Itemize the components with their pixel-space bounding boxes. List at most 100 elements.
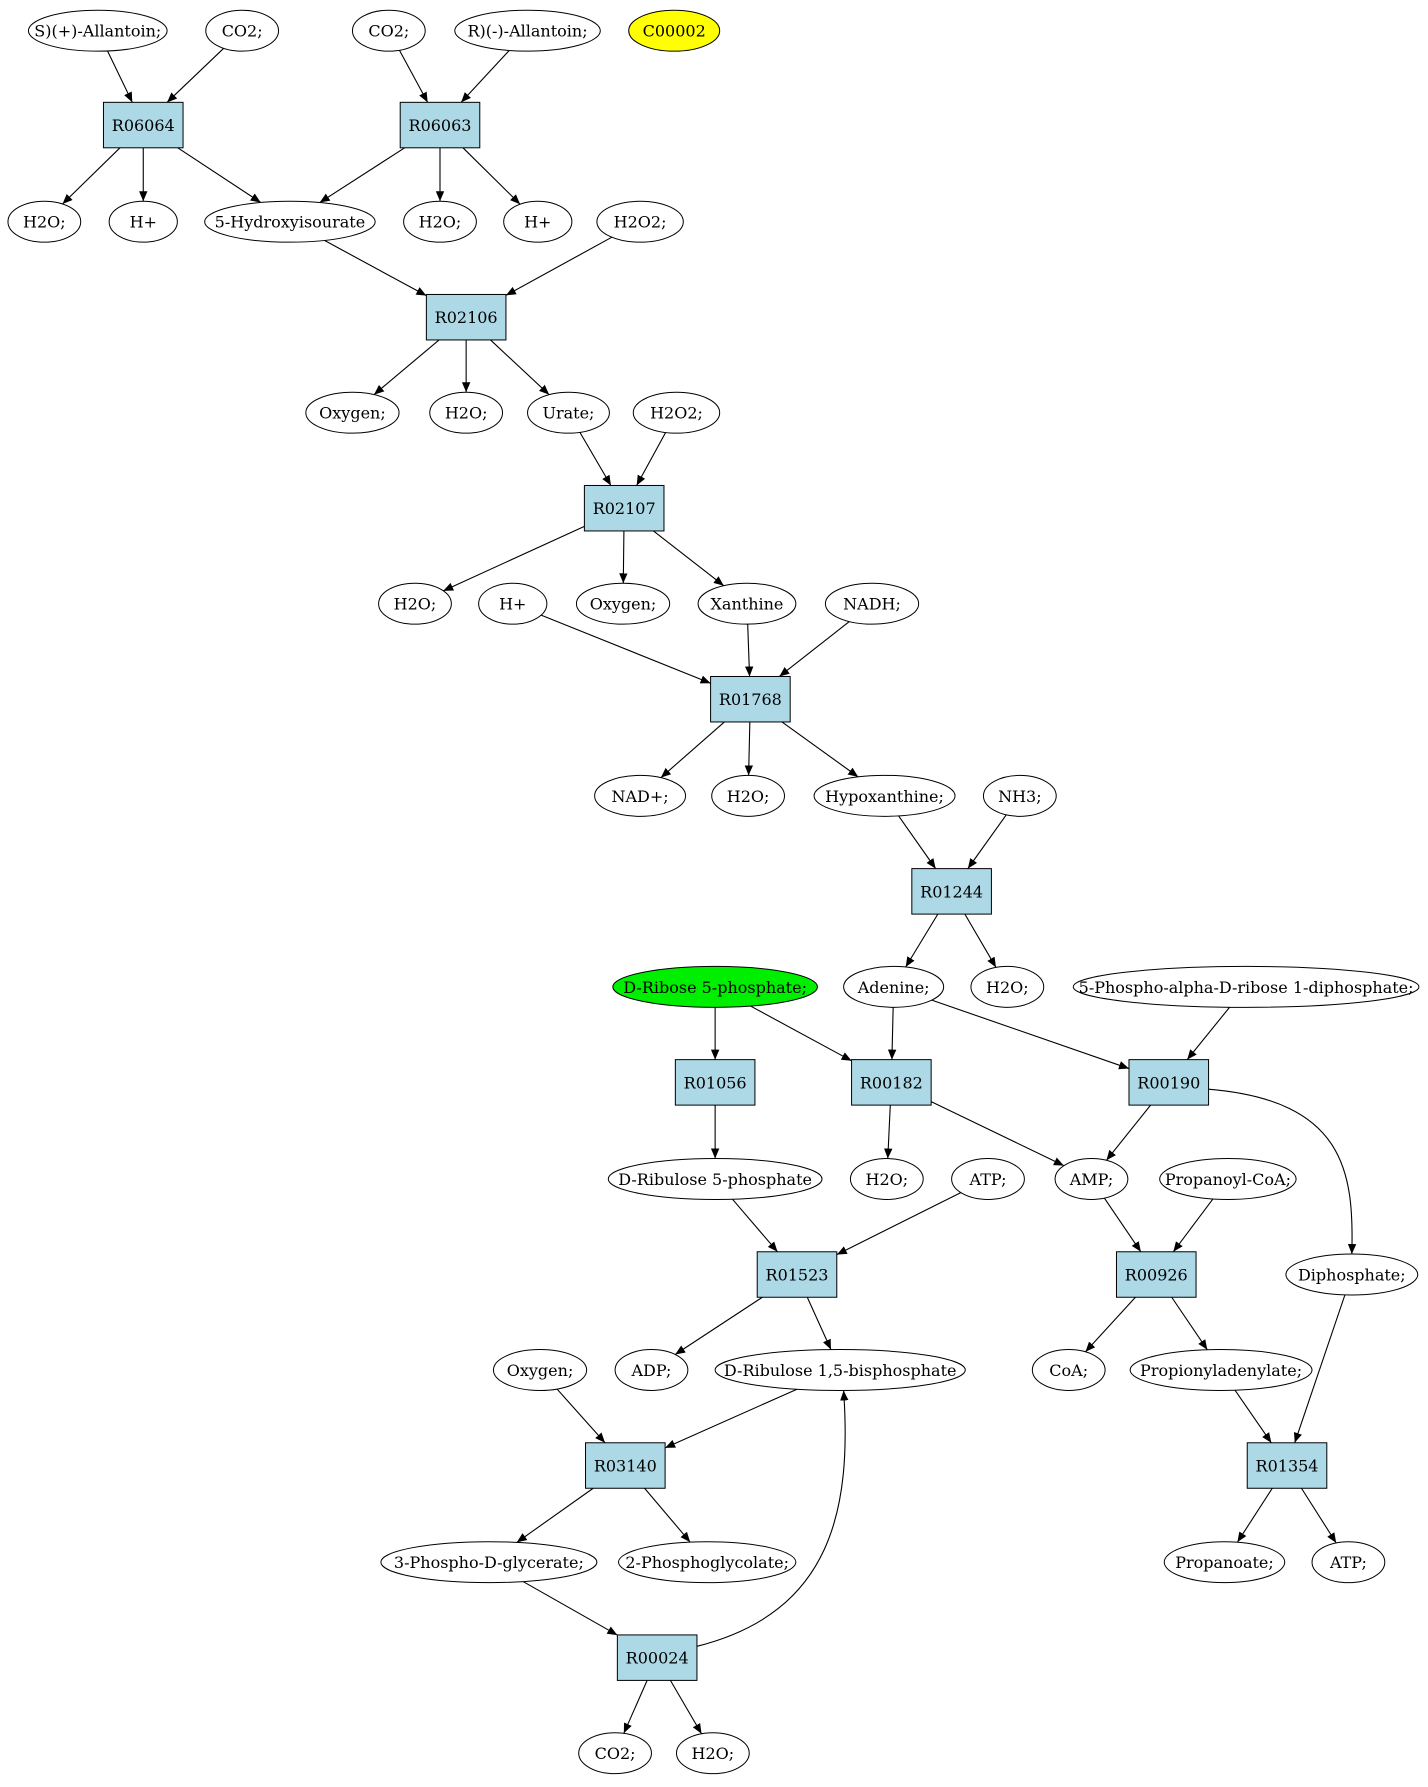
reaction-box <box>710 675 791 723</box>
reaction-node-r00926[interactable]: R00926 <box>1115 1251 1197 1298</box>
compound-node-h2o2_b[interactable]: H2O2; <box>632 391 721 434</box>
compound-ellipse <box>1031 1349 1106 1391</box>
compound-node-nadplus[interactable]: NAD+; <box>594 774 687 817</box>
reaction-node-r01056[interactable]: R01056 <box>674 1059 756 1106</box>
compound-node-oxygen_c[interactable]: Oxygen; <box>492 1349 588 1391</box>
compound-node-propionyladenylate[interactable]: Propionyladenylate; <box>1129 1349 1313 1391</box>
compound-label: CO2; <box>368 22 409 41</box>
compound-node-atp_a[interactable]: ATP; <box>951 1158 1025 1200</box>
compound-node-h2o_e[interactable]: H2O; <box>711 774 785 817</box>
reaction-node-r00182[interactable]: R00182 <box>851 1059 932 1106</box>
compound-node-r_allantoin[interactable]: R)(-)-Allantoin; <box>454 9 601 52</box>
compound-node-phosphoglycolate[interactable]: 2-Phosphoglycolate; <box>617 1541 797 1584</box>
compound-ellipse <box>578 1732 652 1775</box>
compound-node-ribulose5p[interactable]: D-Ribulose 5-phosphate <box>607 1158 823 1200</box>
compound-ellipse <box>614 1349 689 1391</box>
compound-node-h2o_c[interactable]: H2O; <box>429 391 504 434</box>
edge-r01768-to-nadplus <box>660 721 725 779</box>
compound-node-ribulose15bp[interactable]: D-Ribulose 1,5-bisphosphate <box>714 1349 966 1391</box>
compound-node-propanoylcoa[interactable]: Propanoyl-CoA; <box>1159 1158 1297 1200</box>
edge-r02106-to-oxygen_a <box>373 339 440 395</box>
compound-ellipse <box>1163 1541 1286 1584</box>
compound-node-h2o_d[interactable]: H2O; <box>378 582 452 625</box>
compound-node-s_allantoin[interactable]: S)(+)-Allantoin; <box>27 9 168 52</box>
reaction-node-r01523[interactable]: R01523 <box>756 1251 838 1298</box>
edge-propionyladenylate-to-r01354 <box>1234 1389 1272 1444</box>
compound-node-co2_c[interactable]: CO2; <box>578 1732 652 1775</box>
compound-node-co2_a[interactable]: CO2; <box>205 9 280 52</box>
compound-node-propanoate[interactable]: Propanoate; <box>1163 1541 1286 1584</box>
reaction-node-r02106[interactable]: R02106 <box>425 293 507 341</box>
compound-ellipse <box>824 582 920 625</box>
compound-node-adp[interactable]: ADP; <box>614 1349 689 1391</box>
compound-node-nh3[interactable]: NH3; <box>982 774 1057 817</box>
compound-node-atp_b[interactable]: ATP; <box>1311 1541 1386 1584</box>
compound-ellipse <box>403 200 477 243</box>
reaction-node-r00024[interactable]: R00024 <box>616 1634 698 1681</box>
compound-label: R)(-)-Allantoin; <box>467 22 587 41</box>
edge-r00024-to-h2o_h <box>669 1680 702 1734</box>
edge-hydroxyisourate-to-r02106 <box>324 239 427 297</box>
compound-node-co2_b[interactable]: CO2; <box>351 9 426 52</box>
compound-node-nadh[interactable]: NADH; <box>824 582 920 625</box>
edge-r00024-to-ribulose15bp <box>696 1390 849 1647</box>
compound-node-hydroxyisourate[interactable]: 5-Hydroxyisourate <box>204 200 376 243</box>
reaction-label: R02106 <box>435 308 498 327</box>
reaction-node-r02107[interactable]: R02107 <box>583 484 665 532</box>
compound-node-h2o_a[interactable]: H2O; <box>7 200 82 243</box>
compound-node-amp[interactable]: AMP; <box>1054 1158 1129 1200</box>
compound-node-h2o_h[interactable]: H2O; <box>675 1732 750 1775</box>
compound-node-c00002[interactable]: C00002 <box>628 9 721 52</box>
compound-node-coa[interactable]: CoA; <box>1031 1349 1106 1391</box>
compound-node-h2o_g[interactable]: H2O; <box>849 1158 924 1200</box>
reaction-node-r03140[interactable]: R03140 <box>585 1442 666 1489</box>
compound-node-hplus_b[interactable]: H+ <box>503 200 573 243</box>
compound-node-h2o_b[interactable]: H2O; <box>403 200 477 243</box>
reaction-label: R00926 <box>1125 1266 1188 1285</box>
compound-node-hypoxanthine[interactable]: Hypoxanthine; <box>813 774 956 817</box>
compound-node-h2o_f[interactable]: H2O; <box>970 965 1045 1008</box>
reaction-node-r01244[interactable]: R01244 <box>911 868 992 915</box>
compound-node-oxygen_a[interactable]: Oxygen; <box>305 391 400 434</box>
reaction-box <box>583 484 665 532</box>
compound-ellipse <box>970 965 1045 1008</box>
reaction-box <box>616 1634 698 1681</box>
compound-ellipse <box>1159 1158 1297 1200</box>
edge-ribulose15bp-to-r03140 <box>664 1388 798 1449</box>
edge-r01354-to-propanoate <box>1236 1487 1273 1543</box>
compound-label: D-Ribulose 5-phosphate <box>618 1170 812 1189</box>
compound-node-h2o2_a[interactable]: H2O2; <box>596 200 684 243</box>
compound-ellipse <box>527 391 610 434</box>
compound-node-ribose5p[interactable]: D-Ribose 5-phosphate; <box>612 965 818 1008</box>
compound-node-diphosphate[interactable]: Diphosphate; <box>1285 1253 1419 1296</box>
compound-node-hplus_c[interactable]: H+ <box>478 582 548 625</box>
compound-ellipse <box>617 1541 797 1584</box>
compound-label: Hypoxanthine; <box>825 787 944 806</box>
reaction-node-r00190[interactable]: R00190 <box>1128 1059 1210 1106</box>
edge-co2_a-to-r06064 <box>166 47 225 103</box>
compound-node-hplus_a[interactable]: H+ <box>108 200 178 243</box>
edge-r01768-to-hypoxanthine <box>781 721 859 778</box>
edge-r02106-to-urate <box>490 339 550 396</box>
compound-ellipse <box>594 774 687 817</box>
compound-ellipse <box>503 200 573 243</box>
reaction-node-r01768[interactable]: R01768 <box>710 675 791 723</box>
reaction-node-r06064[interactable]: R06064 <box>102 101 184 149</box>
compound-label: H+ <box>524 213 551 232</box>
compound-ellipse <box>204 200 376 243</box>
compound-ellipse <box>27 9 168 52</box>
compound-node-phosphoglycerate[interactable]: 3-Phospho-D-glycerate; <box>380 1541 598 1584</box>
compound-node-xanthine[interactable]: Xanthine <box>697 582 797 625</box>
edge-r00190-to-diphosphate <box>1208 1088 1357 1255</box>
compound-label: Adenine; <box>857 978 930 997</box>
compound-ellipse <box>575 582 671 625</box>
compound-node-prpp[interactable]: 5-Phospho-alpha-D-ribose 1-diphosphate; <box>1072 965 1420 1008</box>
reaction-node-r06063[interactable]: R06063 <box>399 101 481 149</box>
reaction-node-r01354[interactable]: R01354 <box>1246 1442 1328 1489</box>
edge-adenine-to-r00190 <box>931 999 1130 1070</box>
compound-node-urate[interactable]: Urate; <box>527 391 610 434</box>
compound-node-adenine[interactable]: Adenine; <box>843 965 945 1008</box>
edge-hypoxanthine-to-r01244 <box>898 815 937 869</box>
compound-node-oxygen_b[interactable]: Oxygen; <box>575 582 671 625</box>
